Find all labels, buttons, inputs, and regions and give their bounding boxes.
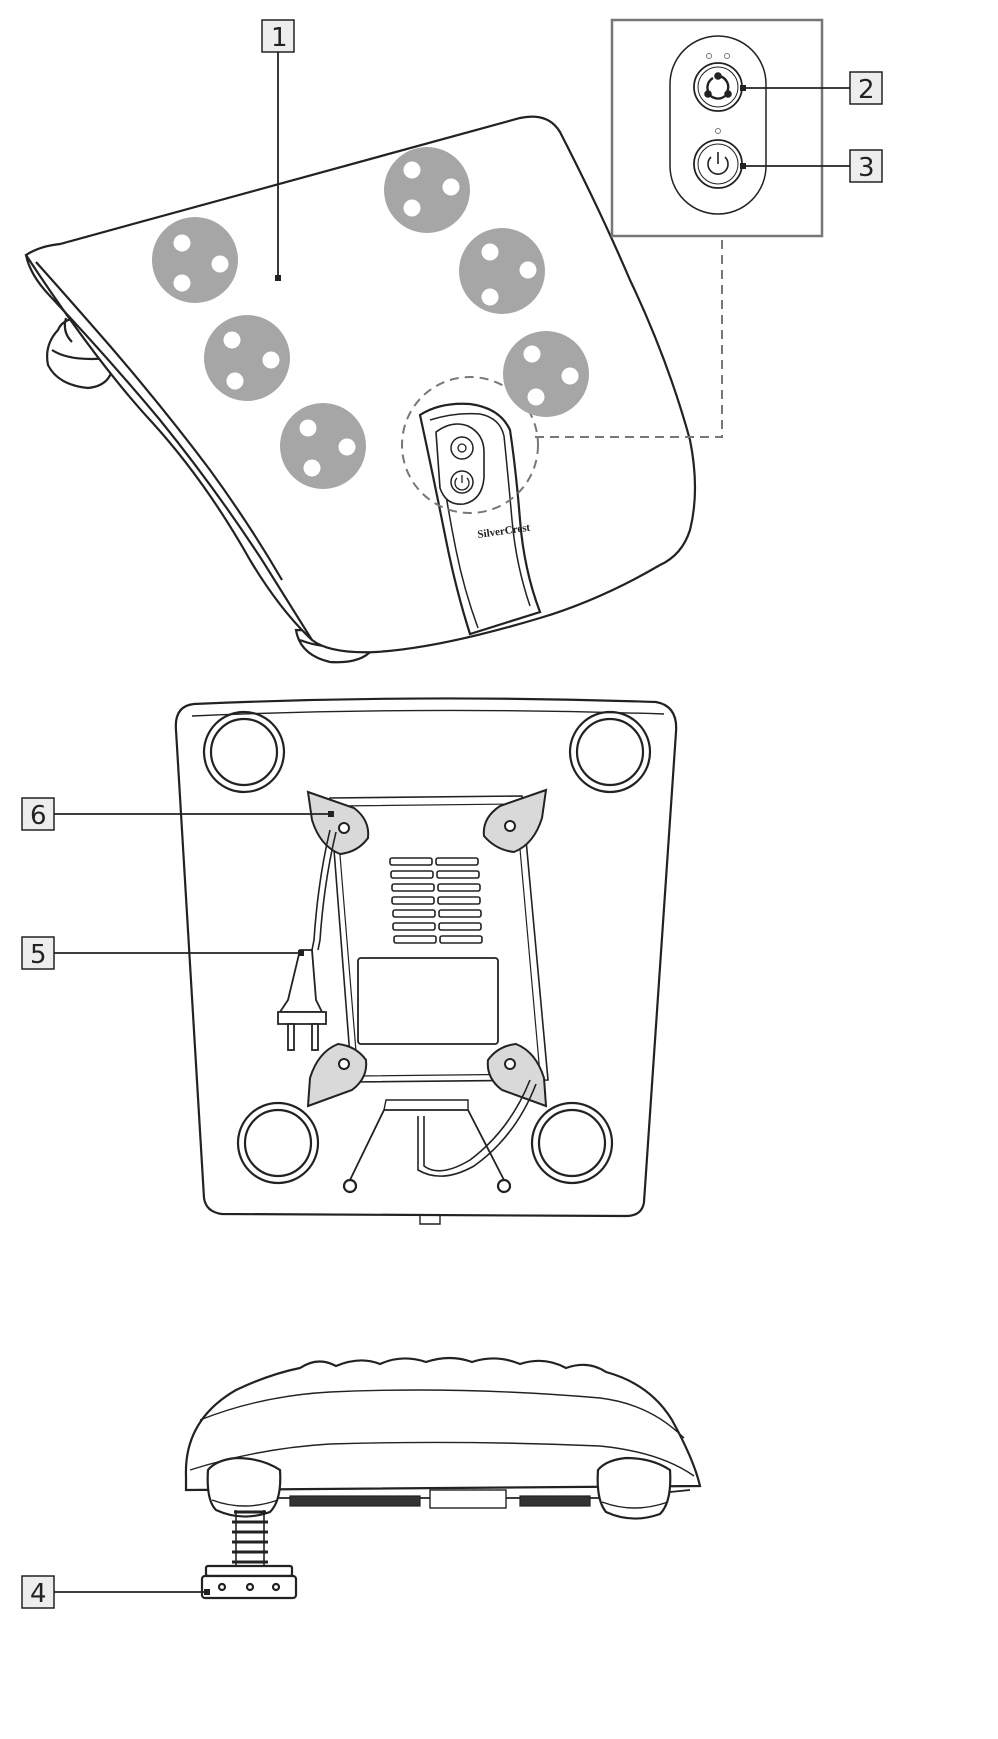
side-body bbox=[184, 1356, 702, 1492]
side-foot-right bbox=[596, 1456, 672, 1520]
massage-node bbox=[384, 147, 470, 233]
callout-3: 3 bbox=[740, 149, 883, 183]
side-view-figure bbox=[184, 1356, 702, 1600]
height-adjustable-foot bbox=[200, 1510, 298, 1600]
callout-4: 4 bbox=[21, 1575, 210, 1609]
mode-icon bbox=[704, 72, 732, 100]
callout-label: 5 bbox=[30, 940, 47, 970]
cable-bracket bbox=[482, 788, 548, 854]
highlight-circle bbox=[401, 376, 539, 514]
rear-notch bbox=[349, 1109, 505, 1181]
callout-label: 4 bbox=[30, 1579, 47, 1609]
power-indicator-led bbox=[715, 128, 721, 134]
screw bbox=[496, 1178, 512, 1194]
inset-leader bbox=[535, 236, 723, 438]
screw bbox=[342, 1178, 358, 1194]
massage-node bbox=[152, 217, 238, 303]
base-foot bbox=[530, 1101, 614, 1185]
vent-grille bbox=[389, 857, 483, 944]
top-view-figure: SilverCrest bbox=[24, 115, 697, 664]
callout-label: 1 bbox=[271, 23, 288, 53]
massager-body bbox=[24, 115, 697, 654]
massage-nodes bbox=[152, 147, 589, 489]
massage-node bbox=[503, 331, 589, 417]
power-plug bbox=[277, 949, 327, 1051]
rating-label-plate bbox=[357, 957, 499, 1045]
mode-button[interactable] bbox=[693, 62, 743, 112]
base-foot bbox=[568, 710, 652, 794]
mode-indicator-leds bbox=[706, 53, 730, 59]
callout-label: 3 bbox=[858, 153, 875, 183]
callout-2: 2 bbox=[740, 71, 883, 105]
body-side-edge-inner bbox=[35, 261, 283, 581]
massage-node bbox=[280, 403, 366, 489]
callout-5: 5 bbox=[21, 936, 304, 970]
callout-1: 1 bbox=[261, 19, 295, 281]
callout-6: 6 bbox=[21, 797, 334, 831]
power-cable bbox=[311, 829, 537, 1177]
base-foot bbox=[236, 1101, 320, 1185]
side-foot-left bbox=[206, 1456, 282, 1518]
bottom-view-figure bbox=[174, 697, 678, 1225]
callout-label: 2 bbox=[858, 75, 875, 105]
massage-node bbox=[204, 315, 290, 401]
power-icon bbox=[707, 152, 729, 175]
control-panel-inset bbox=[610, 18, 824, 238]
massage-node bbox=[459, 228, 545, 314]
cable-bracket bbox=[486, 1042, 548, 1108]
base-foot bbox=[202, 710, 286, 794]
cable-bracket bbox=[306, 1042, 368, 1108]
body-side-edge bbox=[24, 254, 313, 641]
callout-label: 6 bbox=[30, 801, 47, 831]
inner-panel bbox=[329, 795, 549, 1083]
cable-bracket bbox=[306, 790, 370, 856]
power-button[interactable] bbox=[693, 139, 743, 189]
